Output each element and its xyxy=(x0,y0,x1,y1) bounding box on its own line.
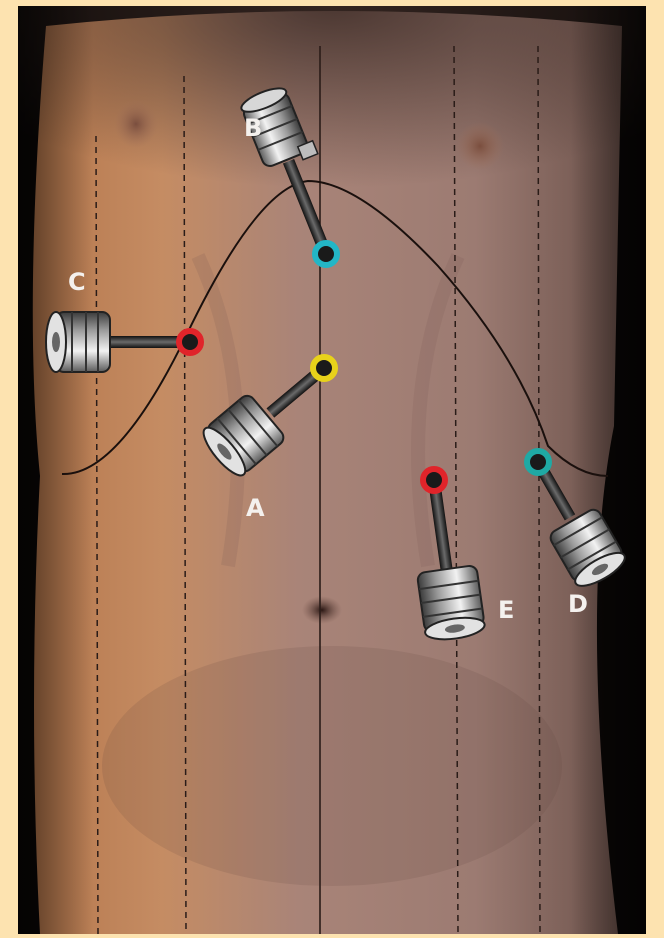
left-nipple xyxy=(114,100,158,148)
lower-abdomen-contour xyxy=(102,646,562,886)
port-B-ring xyxy=(315,243,337,265)
label-C: C xyxy=(68,268,86,296)
port-A-ring xyxy=(313,357,335,379)
right-nipple xyxy=(456,122,504,170)
label-E: E xyxy=(498,596,514,624)
laparoscopic-port-placement-diagram: B C A E D xyxy=(18,6,646,934)
port-D-ring xyxy=(527,451,549,473)
navel xyxy=(302,596,342,624)
port-C-ring xyxy=(179,331,201,353)
label-A: A xyxy=(246,494,265,522)
label-D: D xyxy=(568,590,588,618)
port-E-ring xyxy=(423,469,445,491)
label-B: B xyxy=(244,114,262,142)
